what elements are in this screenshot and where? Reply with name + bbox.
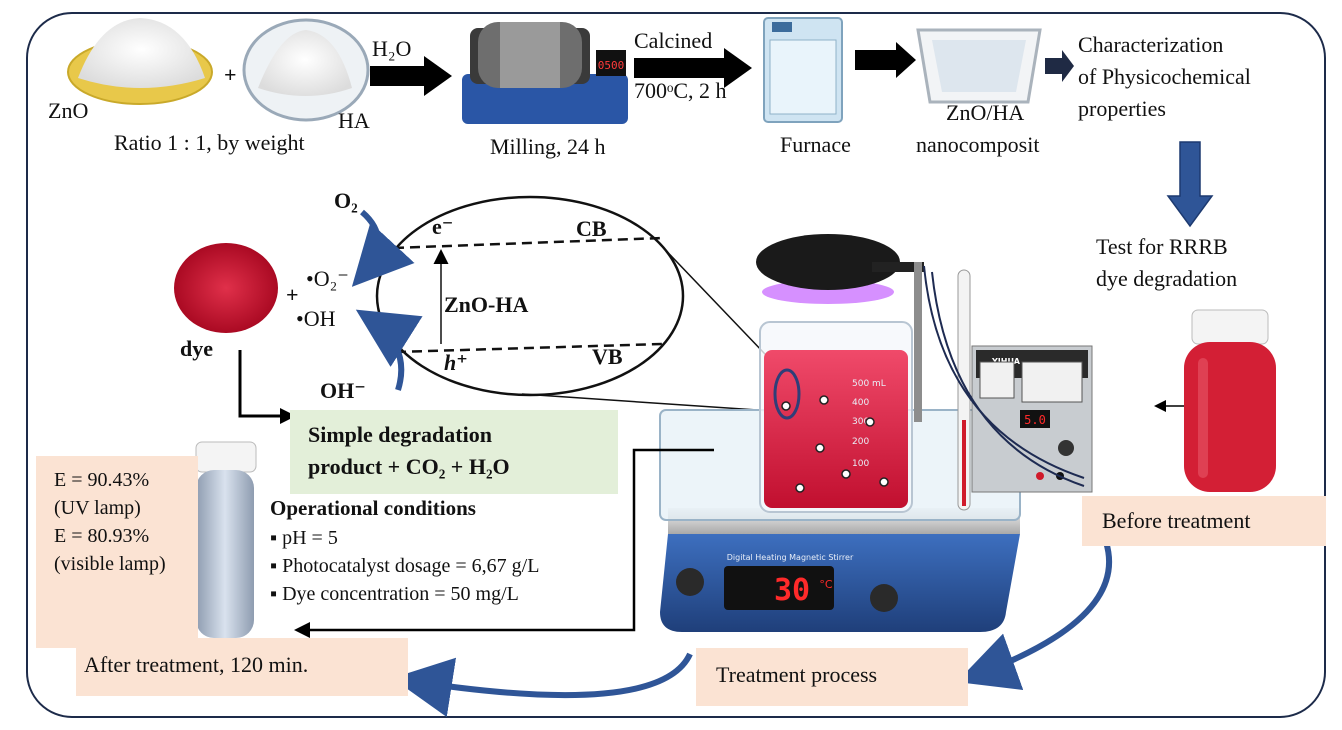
characterization-line3: properties bbox=[1078, 96, 1166, 121]
before-vial-image bbox=[1184, 309, 1276, 492]
electron-label: e⁻ bbox=[432, 214, 454, 239]
stirrer-knob-right bbox=[870, 584, 898, 612]
conduction-band-line bbox=[393, 236, 663, 250]
conditions-title: Operational conditions bbox=[270, 496, 476, 520]
efficiency-uv-value: E = 90.43% bbox=[54, 469, 150, 491]
superoxide-label: •O₂⁻ bbox=[306, 266, 349, 291]
stirrer-brand: Digital Heating Magnetic Stirrer bbox=[727, 553, 854, 562]
stirrer-setup-image: 30 °C Digital Heating Magnetic Stirrer 5… bbox=[659, 234, 1021, 632]
efficiency-visible-label: (visible lamp) bbox=[54, 553, 166, 575]
temperature-unit: °C bbox=[819, 578, 833, 591]
efficiency-visible-value: E = 80.93% bbox=[54, 525, 150, 547]
process-arrows-top bbox=[370, 42, 1074, 96]
zoom-circle bbox=[773, 368, 801, 420]
valence-band-line bbox=[395, 342, 663, 354]
composite-label-line2: nanocomposit bbox=[916, 132, 1040, 157]
stirrer-knob-left bbox=[676, 568, 704, 596]
calcined-label: Calcined bbox=[634, 28, 713, 53]
milling-label: Milling, 24 h bbox=[490, 134, 606, 159]
furnace-image bbox=[763, 17, 843, 123]
efficiency-uv-label: (UV lamp) bbox=[54, 497, 141, 519]
dye-powder-image bbox=[174, 243, 278, 333]
beaker-mark-300: 300 bbox=[852, 417, 869, 427]
after-vial-image bbox=[195, 441, 257, 638]
degradation-product-box: Simple degradation product + CO₂ + H₂O bbox=[290, 410, 618, 494]
catalyst-label: ZnO-HA bbox=[444, 292, 529, 317]
oxygen-label: O₂ bbox=[334, 188, 358, 213]
product-line1: Simple degradation bbox=[308, 422, 492, 447]
diagram-frame bbox=[26, 12, 1326, 718]
dye-to-product-arrow bbox=[238, 350, 296, 424]
condition-item: ▪ Photocatalyst dosage = 6,67 g/L bbox=[270, 555, 540, 577]
psu-display: 5.0 bbox=[1024, 413, 1046, 427]
condition-dosage: Photocatalyst dosage = 6,67 g/L bbox=[282, 555, 540, 577]
characterization-line2: of Physicochemical bbox=[1078, 64, 1251, 89]
beaker-mark-100: 100 bbox=[852, 459, 869, 469]
ha-powder-image bbox=[242, 18, 370, 122]
beaker-mark-200: 200 bbox=[852, 437, 869, 447]
crucible-image bbox=[916, 28, 1042, 104]
ratio-label: Ratio 1 : 1, by weight bbox=[114, 130, 305, 155]
furnace-label: Furnace bbox=[780, 132, 851, 157]
after-treatment-label: After treatment, 120 min. bbox=[84, 652, 309, 677]
cables bbox=[923, 265, 1085, 487]
valence-band-label: VB bbox=[592, 344, 623, 369]
hydroxyl-radical-label: •OH bbox=[296, 306, 336, 331]
cycle-arrows bbox=[392, 541, 1113, 718]
calcination-condition: 700ᵒC, 2 h bbox=[634, 78, 727, 103]
characterization-line1: Characterization bbox=[1078, 32, 1224, 57]
test-label-line1: Test for RRRB bbox=[1096, 234, 1228, 259]
temperature-readout: 30 bbox=[774, 573, 810, 608]
test-label-line2: dye degradation bbox=[1096, 266, 1238, 291]
stirrer-display bbox=[724, 566, 834, 610]
mill-display: 0500 bbox=[598, 59, 625, 72]
conduction-band-label: CB bbox=[576, 216, 607, 241]
power-supply-image: YIHUA 5.0 bbox=[971, 345, 1093, 493]
condition-concentration: Dye concentration = 50 mg/L bbox=[282, 583, 519, 605]
dye-label: dye bbox=[180, 336, 213, 361]
beaker-mark-500: 500 mL bbox=[852, 379, 886, 389]
composite-label-line1: ZnO/HA bbox=[946, 100, 1025, 125]
redox-arrows bbox=[351, 209, 423, 391]
hydroxide-label: OH⁻ bbox=[320, 378, 366, 403]
treatment-process-label: Treatment process bbox=[716, 662, 878, 687]
plus-sign-top: + bbox=[224, 62, 237, 87]
zno-label: ZnO bbox=[48, 98, 89, 123]
down-arrow-test bbox=[1166, 141, 1214, 228]
efficiency-box: E = 90.43% (UV lamp) E = 80.93% (visible… bbox=[36, 456, 198, 648]
water-label: H₂O bbox=[372, 36, 412, 61]
condition-item: ▪ pH = 5 bbox=[270, 527, 338, 549]
plus-sign-mechanism: + bbox=[286, 282, 299, 307]
treatment-process-box: Treatment process bbox=[696, 648, 968, 706]
ha-label: HA bbox=[338, 108, 370, 133]
before-treatment-label: Before treatment bbox=[1102, 508, 1251, 533]
zno-powder-image bbox=[67, 18, 213, 105]
beaker-mark-400: 400 bbox=[852, 398, 869, 408]
band-gap-diagram bbox=[375, 195, 787, 413]
condition-item: ▪ Dye concentration = 50 mg/L bbox=[270, 583, 519, 605]
hole-label: h⁺ bbox=[444, 350, 468, 375]
product-line2: product + CO₂ + H₂O bbox=[308, 454, 510, 479]
ball-mill-image: 0500 bbox=[462, 22, 628, 124]
after-treatment-box: After treatment, 120 min. bbox=[76, 638, 408, 696]
before-treatment-box: Before treatment bbox=[1082, 496, 1326, 546]
setup-to-after-arrow bbox=[294, 448, 714, 638]
condition-ph: pH = 5 bbox=[282, 527, 338, 549]
